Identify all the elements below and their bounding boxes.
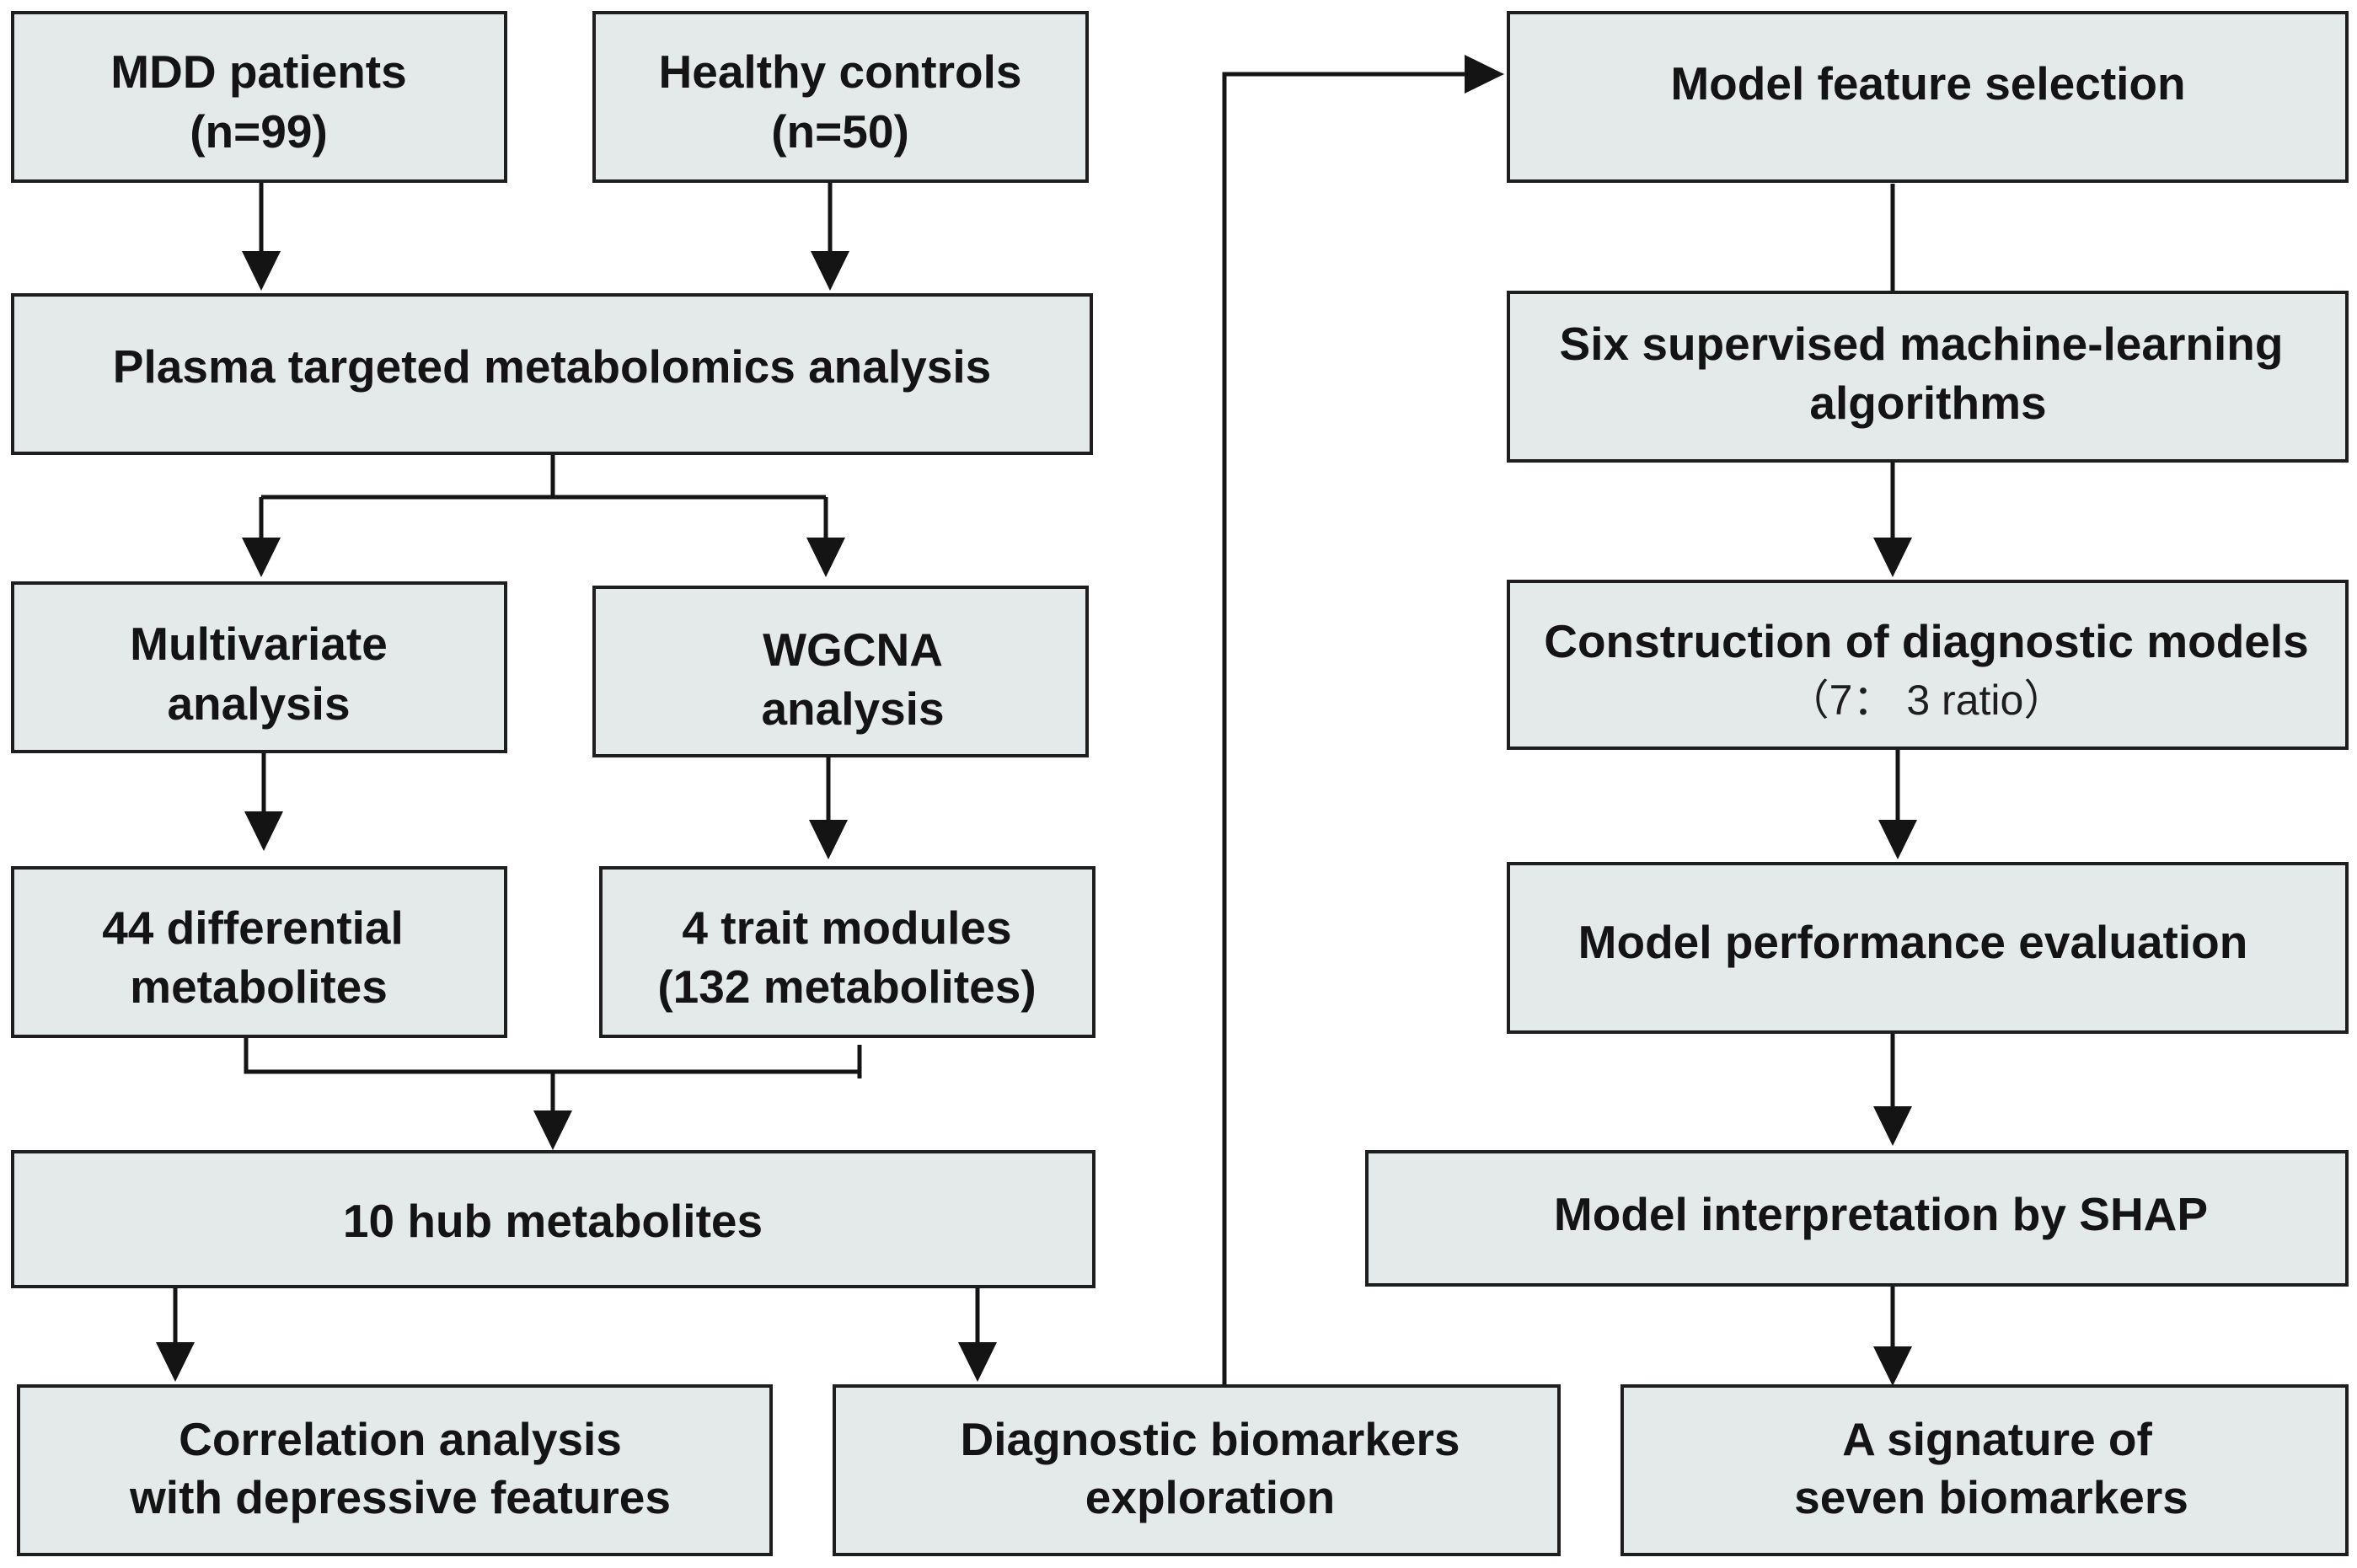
node-differential-metabolites: 44 differential metabolites — [11, 866, 507, 1038]
node-wgcna-analysis: WGCNA analysis — [592, 586, 1089, 757]
node-correlation-analysis: Correlation analysis with depressive fea… — [17, 1384, 773, 1556]
node-hub-metabolites: 10 hub metabolites — [11, 1150, 1095, 1288]
node-label: analysis — [761, 682, 944, 735]
arrowhead — [1878, 820, 1917, 859]
node-label: seven biomarkers — [1794, 1471, 2188, 1523]
node-diagnostic-biomarkers: Diagnostic biomarkers exploration — [833, 1384, 1561, 1556]
node-label: Correlation analysis — [179, 1413, 622, 1465]
node-label: metabolites — [130, 961, 388, 1013]
node-label: A signature of — [1842, 1413, 2152, 1465]
node-label: Multivariate — [130, 618, 388, 670]
node-label: Plasma targeted metabolomics analysis — [113, 340, 991, 393]
node-mdd-patients: MDD patients (n=99) — [11, 11, 507, 183]
node-label: Construction of diagnostic models — [1544, 615, 2309, 667]
node-label: WGCNA — [763, 623, 943, 676]
arrowhead — [806, 538, 845, 577]
arrowhead — [242, 538, 281, 577]
node-label: Healthy controls — [659, 45, 1022, 98]
node-label: Model interpretation by SHAP — [1554, 1188, 2208, 1240]
arrowhead — [958, 1342, 997, 1382]
node-label: (132 metabolites) — [657, 961, 1036, 1013]
node-model-feature-selection: Model feature selection — [1507, 11, 2349, 183]
node-performance-evaluation: Model performance evaluation — [1507, 862, 2349, 1034]
arrowhead — [1465, 55, 1504, 94]
node-construction-models: Construction of diagnostic models （7： 3 … — [1507, 580, 2349, 750]
connector-merge-to-hub — [244, 1036, 862, 1112]
node-label: algorithms — [1809, 377, 2046, 429]
node-label: Diagnostic biomarkers — [961, 1413, 1460, 1465]
node-healthy-controls: Healthy controls (n=50) — [592, 11, 1089, 183]
connector-plasma-split — [259, 453, 828, 539]
node-plasma-metabolomics: Plasma targeted metabolomics analysis — [11, 293, 1093, 455]
node-six-algorithms: Six supervised machine-learning algorith… — [1507, 291, 2349, 463]
connectors — [156, 55, 1917, 1386]
arrowhead — [1873, 538, 1912, 577]
node-label: Model performance evaluation — [1578, 916, 2248, 968]
node-signature-biomarkers: A signature of seven biomarkers — [1620, 1384, 2349, 1556]
arrow-diagnostic-to-feature — [1222, 72, 1466, 1386]
node-label: Model feature selection — [1670, 57, 2185, 110]
node-shap-interpretation: Model interpretation by SHAP — [1365, 1150, 2349, 1287]
node-label: 4 trait modules — [682, 902, 1011, 954]
node-label: 10 hub metabolites — [343, 1195, 763, 1247]
arrowhead — [811, 251, 849, 291]
node-label: analysis — [167, 677, 350, 730]
arrowhead — [244, 811, 283, 851]
node-trait-modules: 4 trait modules (132 metabolites) — [599, 866, 1095, 1038]
arrowhead — [156, 1342, 195, 1382]
arrowhead — [809, 820, 848, 859]
node-label: (n=50) — [771, 105, 909, 158]
arrowhead — [1873, 1106, 1912, 1146]
arrowhead — [533, 1110, 572, 1150]
arrowhead — [242, 251, 281, 291]
arrowhead — [1873, 1346, 1912, 1386]
node-sublabel: （7： 3 ratio） — [1787, 677, 2066, 724]
node-multivariate-analysis: Multivariate analysis — [11, 581, 507, 753]
node-label: Six supervised machine-learning — [1560, 318, 2284, 370]
node-label: MDD patients — [110, 45, 406, 98]
node-label: 44 differential — [102, 902, 404, 954]
node-label: exploration — [1085, 1471, 1335, 1523]
node-label: (n=99) — [190, 105, 328, 158]
node-label: with depressive features — [129, 1471, 671, 1523]
